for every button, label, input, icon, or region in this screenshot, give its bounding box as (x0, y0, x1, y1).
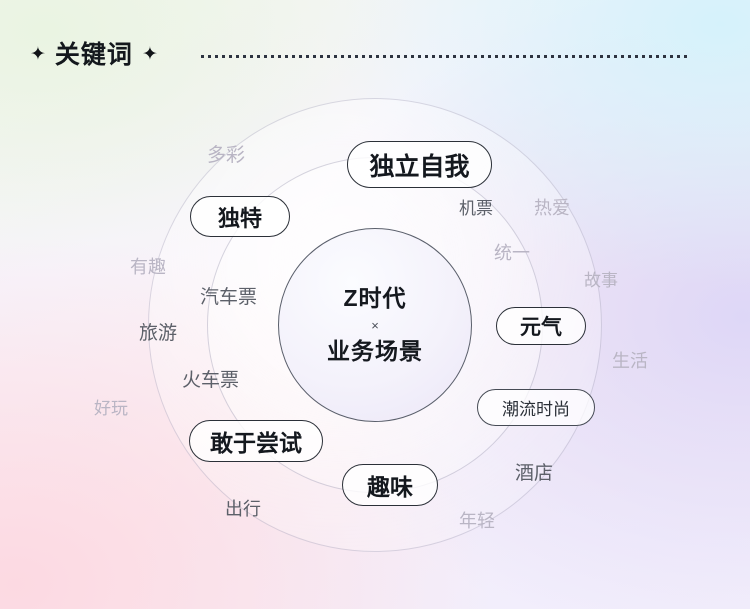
keyword-pill-label: 趣味 (367, 474, 413, 500)
keyword-pill[interactable]: 趣味 (342, 464, 438, 506)
scattered-keyword-label: 热爱 (534, 198, 570, 218)
page-title: 关键词 (54, 40, 133, 69)
page-header: ✦ 关键词 ✦ (30, 38, 158, 72)
keyword-pill[interactable]: 独立自我 (347, 141, 492, 188)
scattered-keyword-label: 汽车票 (200, 287, 258, 308)
keyword-pill-label: 元气 (520, 316, 562, 339)
keyword-pill[interactable]: 元气 (496, 307, 586, 345)
scattered-keyword-label: 好玩 (94, 399, 128, 418)
keyword-pill-label: 潮流时尚 (502, 400, 570, 419)
concentric-keyword-diagram: Z时代 × 业务场景 独立自我独特元气潮流时尚敢于尝试趣味 多彩有趣好玩 旅游 汽车… (0, 86, 750, 586)
header-dotted-rule (201, 55, 690, 58)
keyword-pill[interactable]: 潮流时尚 (477, 389, 595, 426)
keyword-pill-label: 敢于尝试 (210, 430, 302, 456)
keyword-pill[interactable]: 独特 (190, 196, 290, 237)
scattered-keyword-label: 统一 (494, 243, 530, 263)
scattered-keyword-label: 酒店 (515, 463, 554, 484)
center-circle: Z时代 × 业务场景 (278, 228, 472, 422)
center-line-1: Z时代 (343, 285, 407, 312)
keyword-pill-label: 独特 (217, 205, 262, 231)
keyword-pill[interactable]: 敢于尝试 (189, 420, 323, 462)
scattered-keyword-label: 年轻 (459, 511, 495, 531)
scattered-keyword-label: 机票 (459, 199, 493, 218)
scattered-keyword-label: 旅游 (139, 323, 178, 344)
center-line-2: 业务场景 (327, 337, 423, 364)
sparkle-icon-left: ✦ (30, 43, 46, 65)
sparkle-icon-right: ✦ (141, 43, 158, 65)
scattered-keyword-label: 多彩 (207, 145, 246, 166)
center-separator-icon: × (371, 317, 379, 333)
scattered-keyword-label: 火车票 (182, 370, 240, 391)
scattered-keyword-label: 出行 (225, 499, 261, 519)
scattered-keyword-label: 有趣 (130, 257, 166, 277)
scattered-keyword-label: 生活 (612, 351, 648, 371)
scattered-keyword-label: 故事 (584, 271, 618, 290)
keyword-pill-label: 独立自我 (369, 152, 470, 181)
